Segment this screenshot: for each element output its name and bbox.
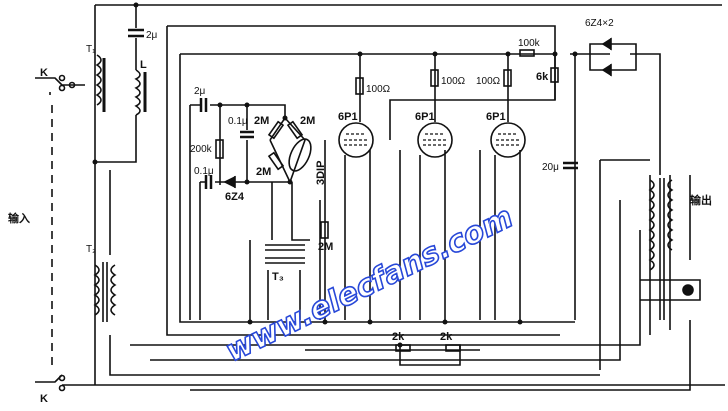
- c-2u-top-plates: [128, 28, 144, 38]
- tube-3: [490, 122, 526, 158]
- label-r-200k: 200k: [190, 144, 213, 155]
- label-r-100-b: 100Ω: [441, 76, 466, 87]
- labels: K K T₁ 2μ L T₂ T₃ 2μ 0.1μ 0.1μ 200k 2M 2…: [8, 18, 712, 405]
- label-r-2m-d: 2M: [318, 241, 333, 253]
- label-k-top: K: [40, 67, 48, 79]
- switch-k-bottom: [35, 374, 95, 386]
- c-20u: [563, 161, 578, 170]
- label-r-2m-c: 2M: [256, 166, 271, 178]
- components: [35, 28, 694, 392]
- label-rectifier: 6Z4×2: [585, 18, 614, 29]
- wiring: [94, 4, 725, 391]
- t2-coil: [93, 264, 100, 316]
- label-r-100-a: 100Ω: [366, 84, 391, 95]
- label-t2: T₂: [86, 244, 96, 255]
- label-r-2m-a: 2M: [254, 115, 269, 127]
- label-c-01u-a: 0.1μ: [228, 116, 248, 127]
- output-lamp: [682, 284, 694, 296]
- diode-6z4: [223, 175, 236, 189]
- inductor-coil: [134, 69, 141, 116]
- label-r-100k: 100k: [518, 38, 541, 49]
- label-inductor: L: [140, 59, 147, 71]
- label-output: 输出: [690, 193, 712, 207]
- t1-coil: [95, 54, 102, 106]
- label-tube-1: 6P1: [338, 111, 358, 123]
- t3-transformer: [265, 244, 305, 264]
- tube-2: [417, 122, 453, 158]
- lamp-3dip: [288, 138, 312, 172]
- label-c-2u-top: 2μ: [146, 30, 158, 41]
- label-k-bottom: K: [40, 393, 48, 405]
- label-lamp-3dip: 3DIP: [315, 161, 327, 185]
- label-r-6k: 6k: [536, 71, 549, 83]
- label-diode-6z4: 6Z4: [225, 191, 245, 203]
- label-t3: T₃: [272, 271, 284, 283]
- junction-dots: [92, 2, 578, 348]
- label-r-2k-a: 2k: [392, 331, 405, 343]
- label-c-01u-b: 0.1μ: [194, 166, 214, 177]
- label-t1: T₁: [86, 44, 96, 55]
- label-c-2u-left: 2μ: [194, 86, 206, 97]
- label-c-20u: 20μ: [542, 162, 559, 173]
- label-tube-2: 6P1: [415, 111, 435, 123]
- label-tube-3: 6P1: [486, 111, 506, 123]
- output-transformer: [648, 179, 655, 271]
- switch-k-top: [35, 77, 85, 95]
- label-r-2m-b: 2M: [300, 115, 315, 127]
- label-input: 输入: [8, 211, 30, 225]
- label-r-2k-b: 2k: [440, 331, 453, 343]
- rectifier-diodes: [601, 37, 612, 77]
- label-r-100-c: 100Ω: [476, 76, 501, 87]
- tube-1: [338, 122, 374, 158]
